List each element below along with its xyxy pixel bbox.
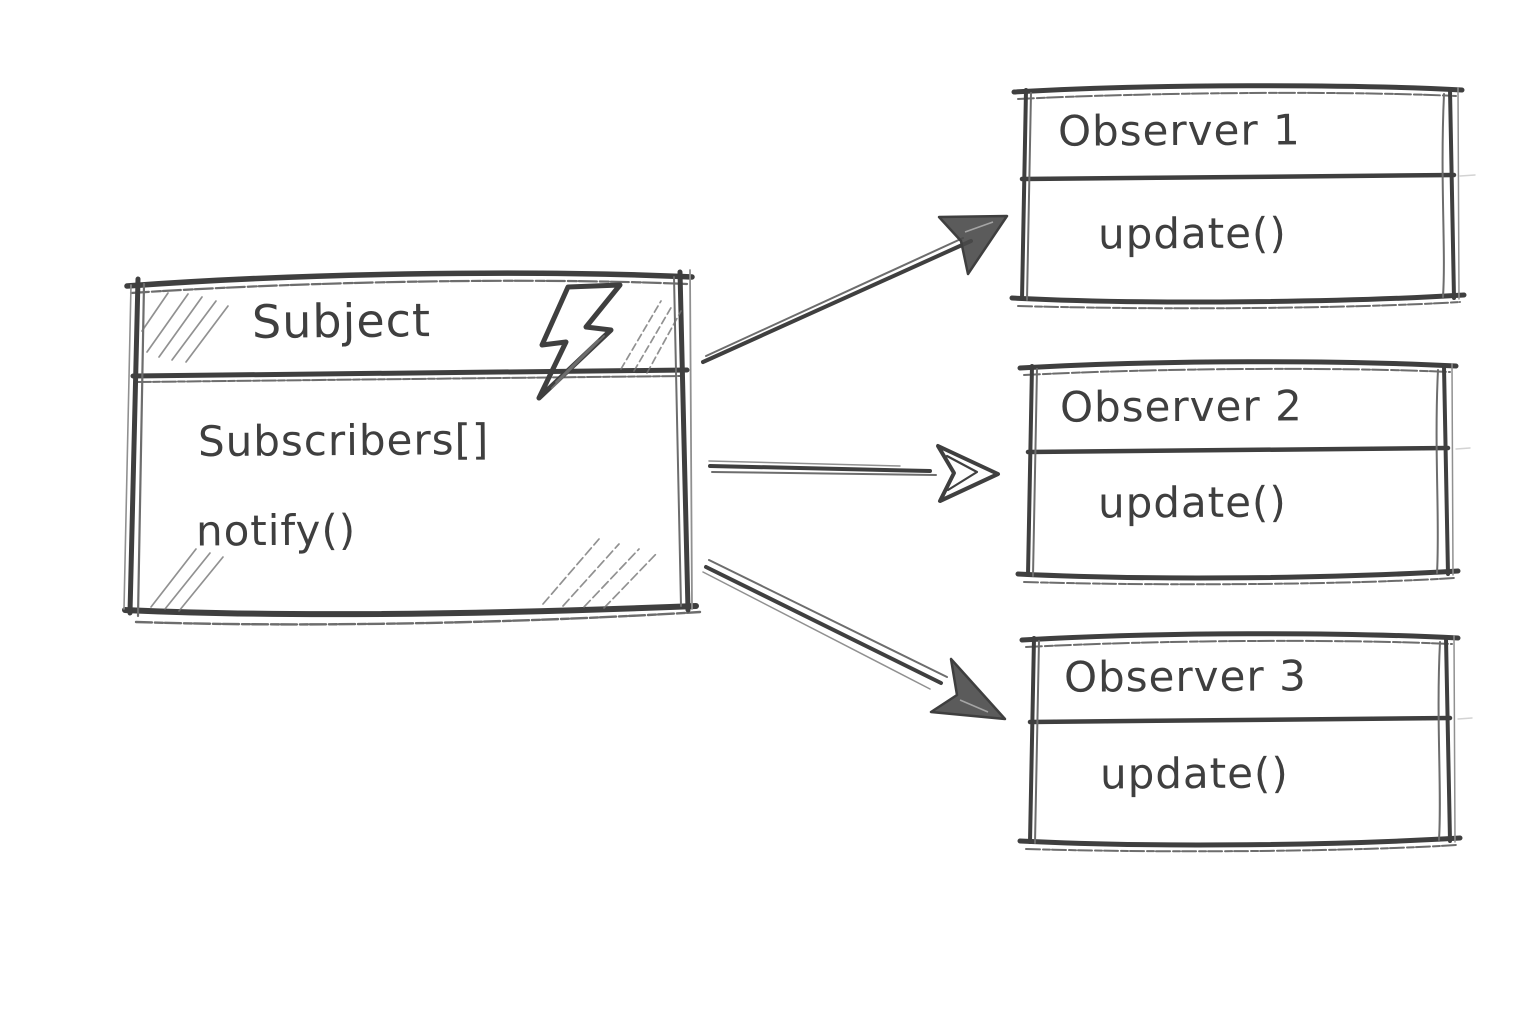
observer-2-box: [1015, 359, 1471, 586]
subject-member-subscribers: Subscribers[]: [197, 414, 490, 467]
arrow-to-observer-2: [708, 444, 1000, 503]
lightning-bolt-icon: [536, 282, 623, 401]
observer-1-method: update(): [1097, 208, 1287, 259]
observer-3-method: update(): [1099, 748, 1289, 799]
corner-hatch-bottom-left: [150, 548, 224, 612]
subject-title: Subject: [251, 293, 432, 349]
observer-2-title: Observer 2: [1059, 381, 1303, 432]
corner-hatch-top-right: [620, 300, 682, 374]
arrow-to-observer-3: [702, 559, 1007, 721]
subject-box: [122, 269, 702, 626]
corner-hatch-bottom-right: [542, 538, 658, 609]
subject-member-notify: notify(): [195, 505, 357, 556]
observer-1-box: [1009, 83, 1476, 310]
arrow-to-observer-1: [701, 214, 1009, 364]
observer-3-title: Observer 3: [1063, 651, 1307, 702]
observer-3-box: [1017, 631, 1473, 853]
observer-2-method: update(): [1097, 477, 1287, 528]
corner-hatch-top-left: [141, 292, 229, 363]
observer-1-title: Observer 1: [1057, 105, 1301, 156]
